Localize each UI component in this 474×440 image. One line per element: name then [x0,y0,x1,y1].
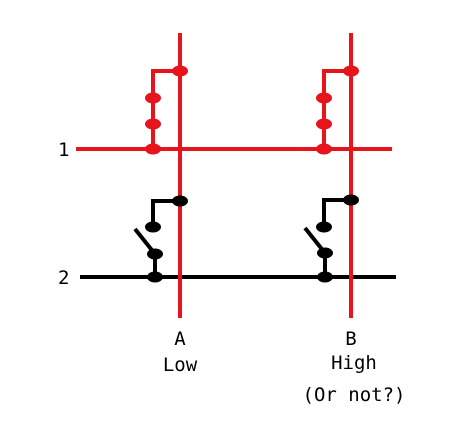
column-a-letter: A [174,328,186,350]
switch-b1-pin-1 [316,92,332,104]
switch-b2-pivot [317,247,333,259]
column-b-letter: B [345,328,357,350]
switch-a2-pivot [147,248,163,260]
column-a-state: Low [162,354,198,376]
row-2-label: 2 [58,267,70,289]
switch-b2-top-contact [343,194,359,206]
switch-a2-open [133,195,188,283]
switch-b1-top-contact [343,65,359,77]
switch-a1-pin-1 [145,92,161,104]
switch-a1-top-contact [172,65,188,77]
switch-b2-fixed-contact [316,221,332,233]
switch-b1-closed [316,65,359,155]
switch-b1-pin-2 [316,118,332,130]
switch-b1-row-node [316,143,332,155]
switch-b2-open [303,194,359,283]
switch-a2-row-node [147,271,163,283]
switch-a1-pin-2 [145,118,161,130]
switch-a2-fixed-contact [145,221,161,233]
row-1-label: 1 [58,139,70,161]
column-b-note: (Or not?) [302,384,406,406]
switch-b2-row-node [317,271,333,283]
switch-a1-row-node [145,143,161,155]
column-b-state: High [331,352,377,374]
switch-a1-closed [145,65,188,155]
switch-a2-top-contact [172,195,188,207]
